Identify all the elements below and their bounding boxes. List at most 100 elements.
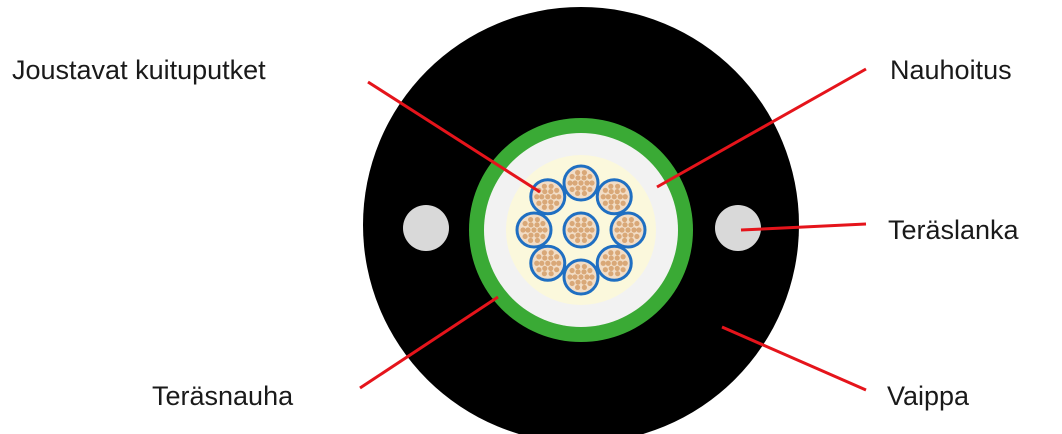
fiber-dot: [534, 216, 540, 223]
fiber-dot: [542, 188, 548, 195]
fiber-dot: [581, 284, 587, 291]
fiber-dot: [628, 237, 634, 244]
label-steel-wire: Teräslanka: [888, 215, 1020, 245]
fiber-dot: [569, 280, 575, 287]
leader-line-sheath: [721, 325, 867, 392]
fiber-dot: [537, 227, 543, 233]
fiber-dot: [531, 227, 537, 233]
fiber-dot: [581, 216, 587, 223]
fiber-dot: [575, 263, 581, 270]
fiber-dot: [589, 227, 595, 233]
fiber-dot: [631, 227, 637, 233]
fiber-dot: [556, 260, 562, 266]
fiber-dot: [536, 254, 542, 260]
fiber-dot: [569, 233, 575, 240]
fiber-dot: [520, 227, 526, 233]
fiber-dot: [542, 255, 548, 261]
fiber-dot: [628, 216, 634, 223]
fiber-dot: [587, 233, 593, 240]
fiber-dot: [540, 233, 546, 240]
fiber-dot: [587, 173, 593, 180]
fiber-tubes-group: [515, 164, 647, 296]
fiber-dot: [548, 265, 554, 272]
label-tape-wrap: Nauhoitus: [890, 55, 1012, 85]
fiber-dot: [554, 187, 560, 193]
fiber-dot: [575, 284, 581, 291]
fiber-dot: [556, 194, 562, 200]
fiber-dot: [541, 183, 547, 189]
fiber-dot: [605, 194, 611, 200]
fiber-dot: [614, 255, 620, 261]
fiber-dot: [534, 237, 540, 244]
fiber-dot: [569, 173, 575, 180]
fiber-dot: [614, 227, 620, 233]
fiber-dot: [536, 200, 542, 206]
fiber-dot: [575, 175, 581, 181]
fiber-dot: [581, 279, 587, 285]
fiber-dot: [575, 222, 581, 228]
fiber-dot: [581, 237, 587, 244]
fiber-dot: [542, 265, 548, 272]
steel-wire-left: [403, 205, 449, 251]
fiber-tube: [562, 258, 600, 296]
fiber-dot: [608, 250, 614, 256]
fiber-dot: [581, 190, 587, 197]
fiber-dot: [617, 194, 623, 200]
fiber-dot: [548, 204, 554, 210]
fiber-dot: [608, 204, 614, 210]
leader-line-fiber-tubes: [367, 80, 541, 194]
fiber-dot: [584, 227, 590, 233]
fiber-dot: [534, 194, 540, 200]
fiber-dot: [616, 233, 622, 240]
fiber-dot: [572, 227, 578, 233]
fiber-dot: [636, 227, 642, 233]
fiber-dot: [620, 254, 626, 260]
fiber-tube: [609, 211, 647, 249]
fiber-dot: [611, 194, 617, 200]
fiber-dot: [622, 194, 628, 200]
fiber-dot: [587, 280, 593, 287]
fiber-tube: [595, 244, 633, 282]
fiber-dot: [542, 199, 548, 205]
fiber-dot: [548, 199, 554, 205]
fiber-dot: [539, 194, 545, 200]
fiber-dot: [534, 222, 540, 228]
fiber-tube: [529, 178, 567, 216]
fiber-dot: [541, 204, 547, 210]
fiber-dot: [567, 227, 573, 233]
fiber-dot: [554, 267, 560, 273]
label-fiber-tubes: Joustavat kuituputket: [12, 55, 266, 85]
fiber-dot: [622, 222, 628, 228]
fiber-dot: [525, 227, 531, 233]
fiber-dot: [587, 220, 593, 227]
fiber-dot: [575, 169, 581, 176]
fiber-tube: [595, 178, 633, 216]
fiber-dot: [615, 183, 621, 189]
fiber-dot: [572, 274, 578, 280]
fiber-dot: [605, 260, 611, 266]
fiber-dot: [608, 255, 614, 261]
fiber-dot: [614, 199, 620, 205]
leader-line-steel-wire: [740, 222, 867, 232]
fiber-dot: [578, 180, 584, 186]
fiber-dot: [614, 265, 620, 272]
fiber-dot: [534, 260, 540, 266]
fiber-dot: [617, 260, 623, 266]
fiber-dot: [602, 267, 608, 273]
fiber-dot: [581, 269, 587, 275]
fiber-dot: [575, 279, 581, 285]
fiber-dot: [567, 274, 573, 280]
fiber-dot: [522, 220, 528, 227]
fiber-dot: [581, 263, 587, 270]
fiber-dot: [548, 188, 554, 195]
fiber-dot: [528, 237, 534, 244]
fiber-dot: [589, 180, 595, 186]
fiber-tube: [529, 244, 567, 282]
fiber-dot: [587, 186, 593, 193]
fiber-dot: [620, 267, 626, 273]
fiber-dot: [614, 188, 620, 195]
fiber-dot: [581, 175, 587, 181]
fiber-dot: [545, 260, 551, 266]
leader-line-tape-wrap: [656, 67, 867, 189]
